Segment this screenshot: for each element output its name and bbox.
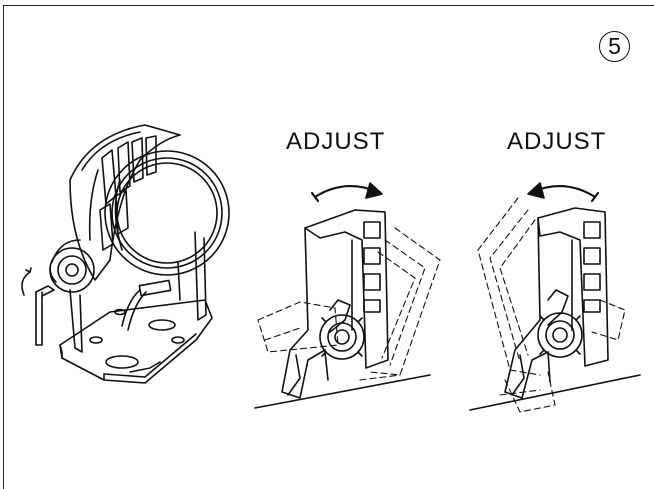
adjust-panel-left <box>254 182 441 409</box>
adjust-label-right: ADJUST <box>507 128 607 155</box>
floodlight-fixture <box>21 124 230 384</box>
adjust-panel-right <box>469 182 641 413</box>
step-number: 5 <box>608 33 621 59</box>
adjust-label-left: ADJUST <box>286 128 386 155</box>
illustration-frame <box>3 5 654 489</box>
step-number-badge: 5 <box>599 31 630 62</box>
